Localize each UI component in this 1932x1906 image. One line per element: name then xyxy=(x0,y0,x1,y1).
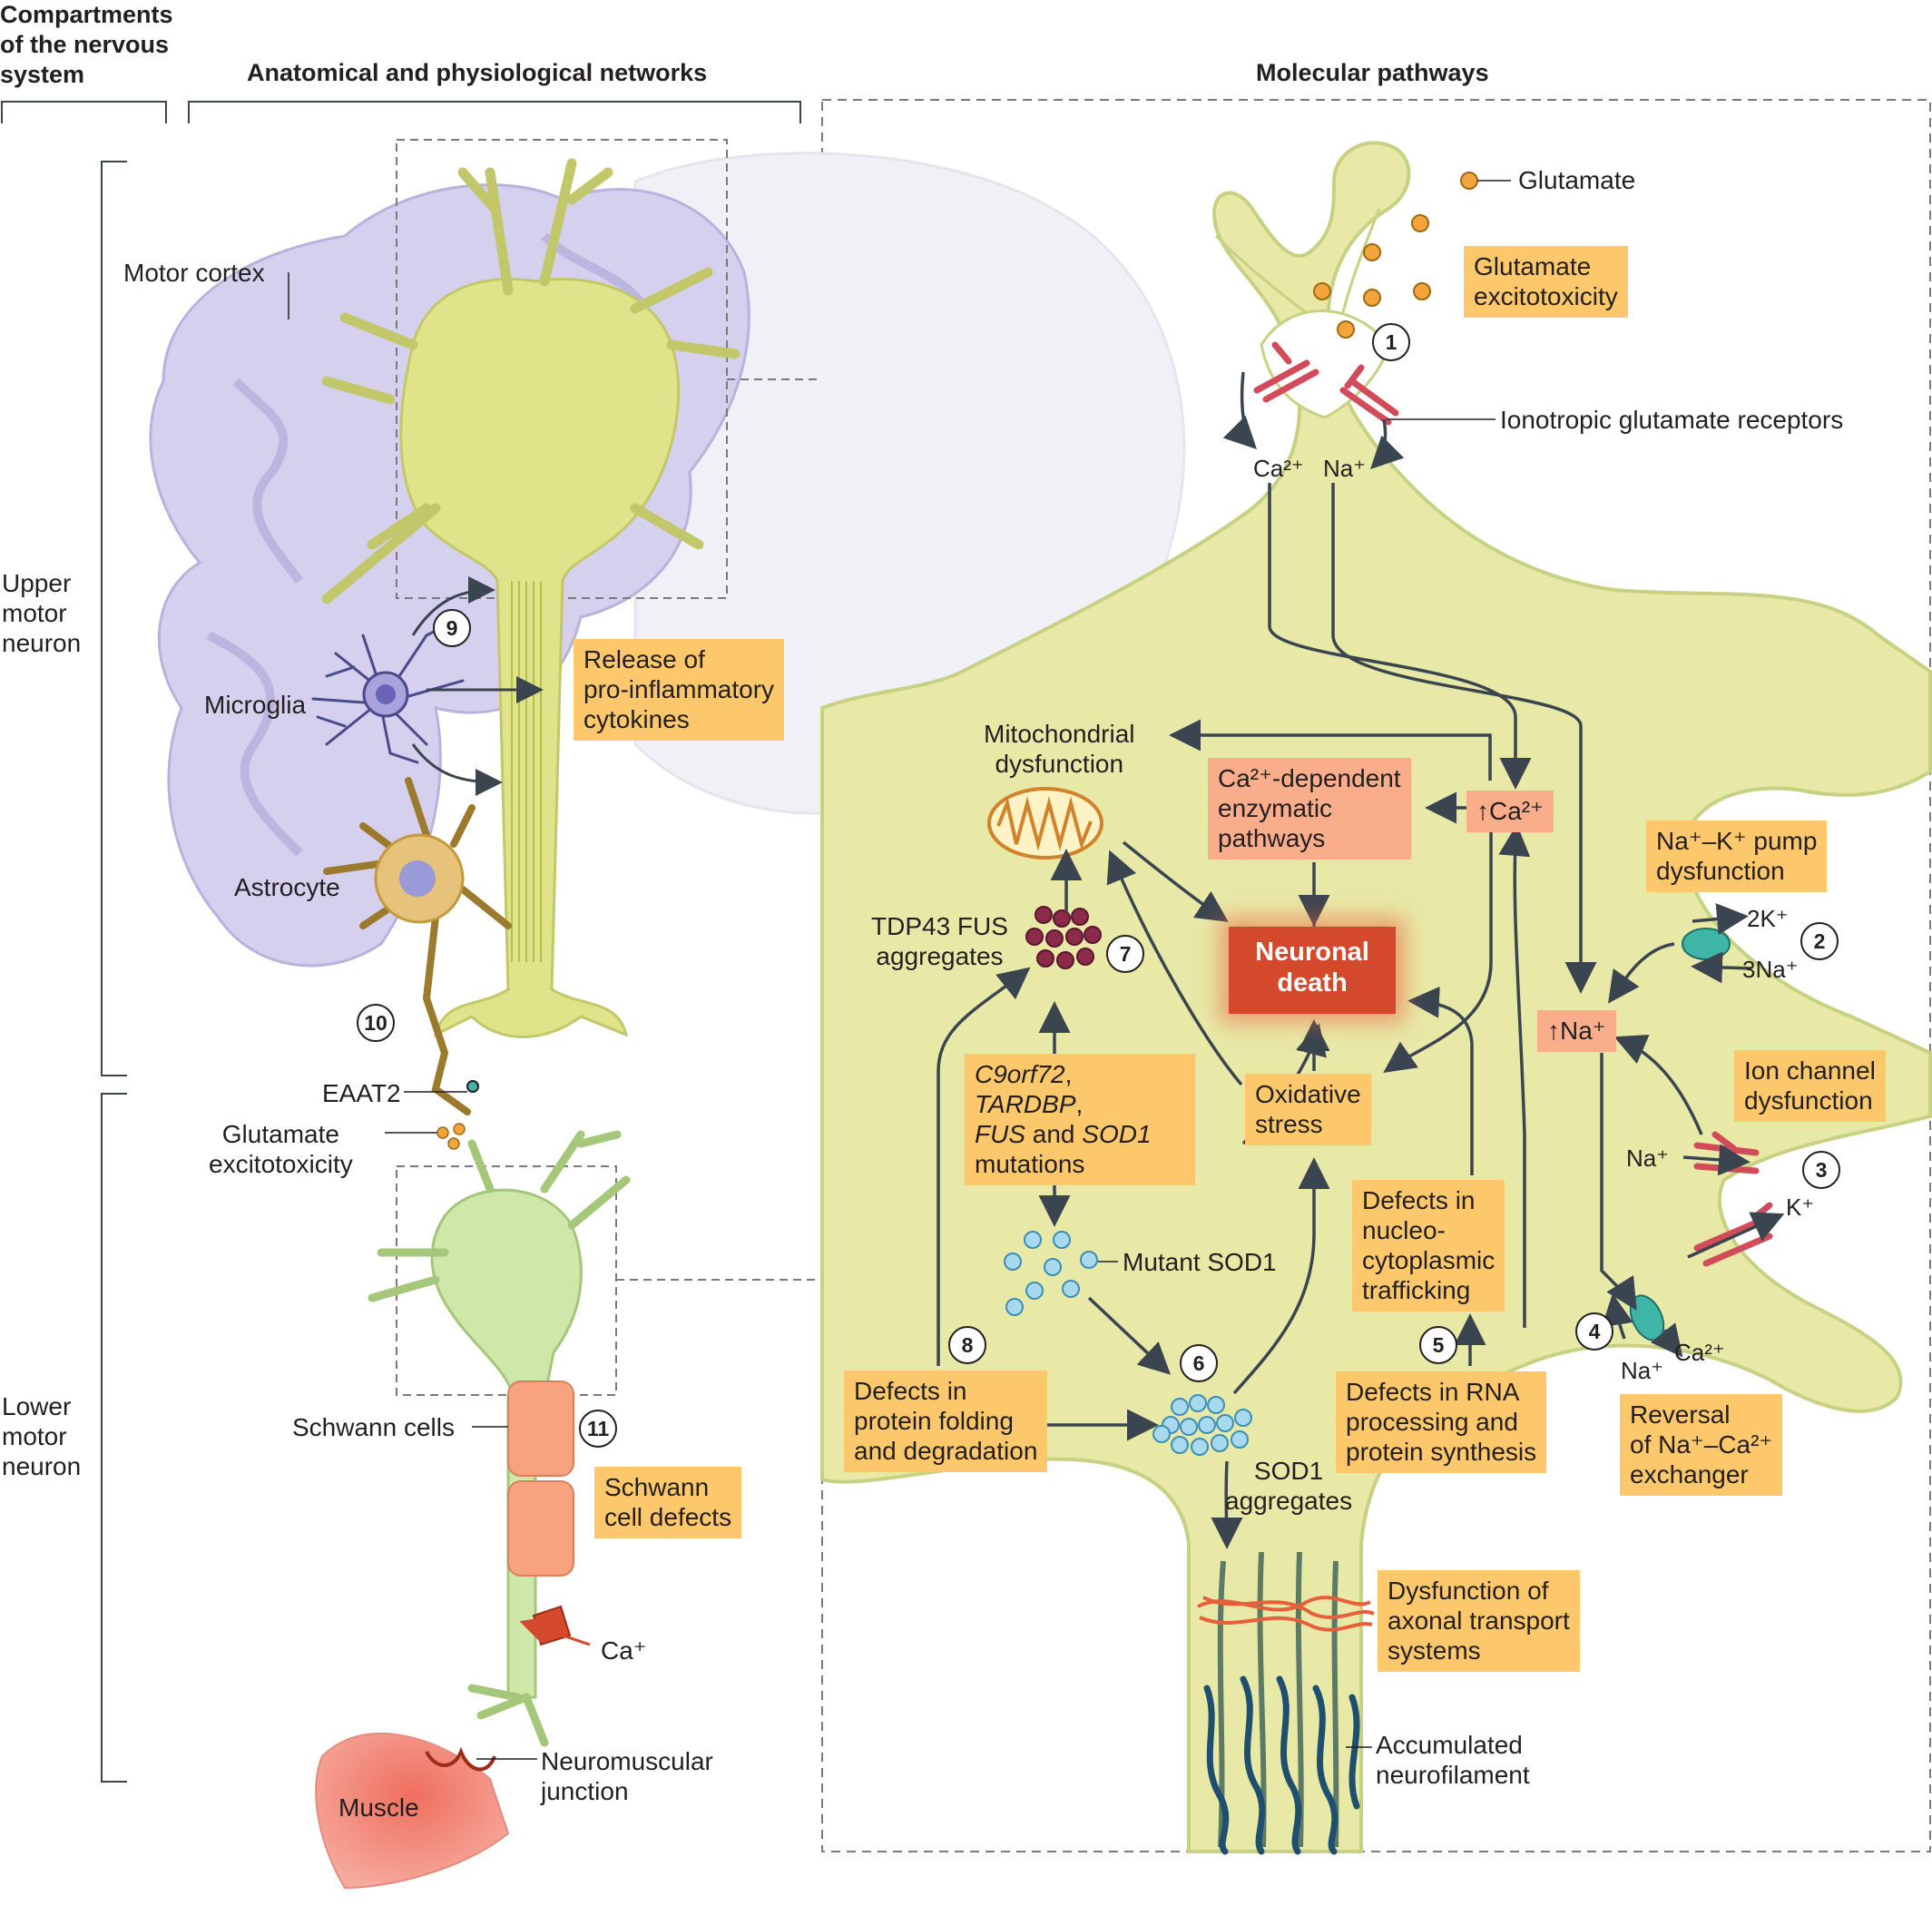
gene-c9orf72: C9orf72 xyxy=(975,1060,1065,1088)
step-number-2: 2 xyxy=(1800,922,1839,960)
box-axonal-transport-dysfunction: Dysfunction of axonal transport systems xyxy=(1378,1570,1580,1672)
label-two-k: 2K⁺ xyxy=(1747,905,1789,932)
astrocyte-cell xyxy=(323,777,512,1115)
gene-separator-3: and xyxy=(1025,1120,1083,1148)
schwann-cell-sheaths xyxy=(507,1380,574,1577)
box-schwann-cell-defects: Schwann cell defects xyxy=(594,1467,742,1538)
label-glutamate: Glutamate xyxy=(1518,166,1636,194)
leader-lines-left xyxy=(288,272,537,1760)
leader-lines-right xyxy=(1098,180,1511,1748)
step-number-6: 6 xyxy=(1180,1344,1218,1382)
label-microglia: Microglia xyxy=(204,691,307,719)
header-brackets xyxy=(1,101,801,1783)
tdp43-aggregates xyxy=(1025,906,1102,969)
mutant-sod1-molecules xyxy=(1004,1231,1098,1316)
label-upper-motor-neuron: Upper motor neuron xyxy=(2,569,82,657)
label-calcium-ion: Ca⁺ xyxy=(601,1636,647,1665)
box-protein-folding-defects: Defects in protein folding and degradati… xyxy=(844,1371,1048,1472)
label-ca-influx: Ca²⁺ xyxy=(1253,455,1304,482)
label-mutant-sod1: Mutant SOD1 xyxy=(1123,1248,1277,1276)
box-exchanger-reversal: Reversal of Na⁺–Ca²⁺ exchanger xyxy=(1620,1394,1783,1496)
label-mitochondrial-dysfunction: Mitochondrial dysfunction xyxy=(984,720,1135,778)
gene-fus: FUS xyxy=(975,1120,1025,1148)
eaat2-transporter xyxy=(466,1080,479,1093)
box-pump-dysfunction: Na⁺–K⁺ pump dysfunction xyxy=(1646,820,1828,892)
na-k-pump xyxy=(1682,928,1731,960)
glutamate-molecules xyxy=(1313,172,1478,339)
step-number-1: 1 xyxy=(1372,323,1410,361)
glutamate-synapse-dots xyxy=(436,1123,466,1150)
step-number-4: 4 xyxy=(1575,1312,1613,1351)
label-neuromuscular-junction: Neuromuscular junction xyxy=(541,1747,713,1805)
header-molecular-pathways: Molecular pathways xyxy=(1256,59,1489,86)
box-nucleocytoplasmic-trafficking: Defects in nucleo- cytoplasmic trafficki… xyxy=(1352,1180,1505,1312)
calcium-influx-arrow xyxy=(519,1616,591,1646)
box-glutamate-excitotoxicity: Glutamate excitotoxicity xyxy=(1464,246,1628,318)
label-lower-motor-neuron: Lower motor neuron xyxy=(2,1392,82,1480)
step-number-3: 3 xyxy=(1802,1151,1840,1189)
box-oxidative-stress: Oxidative stress xyxy=(1245,1074,1371,1145)
step-number-5: 5 xyxy=(1419,1326,1457,1364)
label-muscle: Muscle xyxy=(338,1793,419,1822)
label-three-na: 3Na⁺ xyxy=(1742,956,1799,983)
synaptic-cleft xyxy=(1260,309,1390,419)
box-ca-dependent-pathways: Ca²⁺-dependent enzymatic pathways xyxy=(1208,758,1411,860)
ionotropic-receptors xyxy=(1253,341,1399,426)
label-na-exchanger: Na⁺ xyxy=(1621,1357,1663,1384)
label-motor-cortex: Motor cortex xyxy=(123,259,265,287)
box-neuronal-death: Neuronal death xyxy=(1229,927,1396,1014)
box-ion-channel-dysfunction: Ion channel dysfunction xyxy=(1734,1050,1886,1122)
gene-separator-2: , xyxy=(1075,1090,1084,1118)
step-number-11: 11 xyxy=(579,1410,617,1448)
step-number-8: 8 xyxy=(948,1326,986,1364)
box-cytokine-release: Release of pro-inflammatory cytokines xyxy=(574,639,785,741)
gene-separator-1: , xyxy=(1064,1060,1073,1088)
mitochondrion xyxy=(987,787,1103,860)
label-na-influx: Na⁺ xyxy=(1323,455,1366,482)
mutations-label: mutations xyxy=(975,1150,1085,1178)
label-ionotropic-glutamate-receptors: Ionotropic glutamate receptors xyxy=(1500,406,1844,434)
label-accumulated-neurofilament: Accumulated neurofilament xyxy=(1376,1731,1530,1789)
accumulated-neurofilament-tangle xyxy=(1203,1675,1360,1855)
axonal-transport-tangle xyxy=(1197,1596,1375,1632)
step-number-7: 7 xyxy=(1106,935,1144,973)
gene-tardbp: TARDBP xyxy=(975,1090,1076,1118)
box-elevated-sodium: ↑Na⁺ xyxy=(1537,1010,1616,1052)
box-elevated-calcium: ↑Ca²⁺ xyxy=(1466,791,1554,832)
step-number-10: 10 xyxy=(357,1004,395,1042)
label-schwann-cells: Schwann cells xyxy=(292,1413,455,1441)
molecular-panel-frame xyxy=(821,99,1931,1852)
label-ca-exchanger: Ca²⁺ xyxy=(1674,1339,1725,1366)
anatomy-arrows xyxy=(411,576,544,796)
label-tdp43-fus-aggregates: TDP43 FUS aggregates xyxy=(871,912,1008,970)
label-astrocyte: Astrocyte xyxy=(234,873,340,901)
label-eaat2: EAAT2 xyxy=(322,1079,401,1107)
muscle-tissue xyxy=(315,1732,510,1890)
label-glutamate-excitotoxicity-left: Glutamate excitotoxicity xyxy=(209,1120,353,1178)
box-rna-processing-defects: Defects in RNA processing and protein sy… xyxy=(1336,1371,1547,1473)
upper-motor-neuron xyxy=(321,158,740,1038)
label-sod1-aggregates: SOD1 aggregates xyxy=(1225,1457,1353,1515)
label-k-channel: K⁺ xyxy=(1786,1194,1815,1221)
label-na-channel: Na⁺ xyxy=(1626,1145,1669,1172)
calcium-channel xyxy=(532,1605,572,1646)
header-compartments: Compartments of the nervous system xyxy=(0,1,173,88)
gene-sod1: SOD1 xyxy=(1082,1120,1152,1148)
header-anatomical-networks: Anatomical and physiological networks xyxy=(247,59,708,86)
step-number-9: 9 xyxy=(433,609,471,647)
